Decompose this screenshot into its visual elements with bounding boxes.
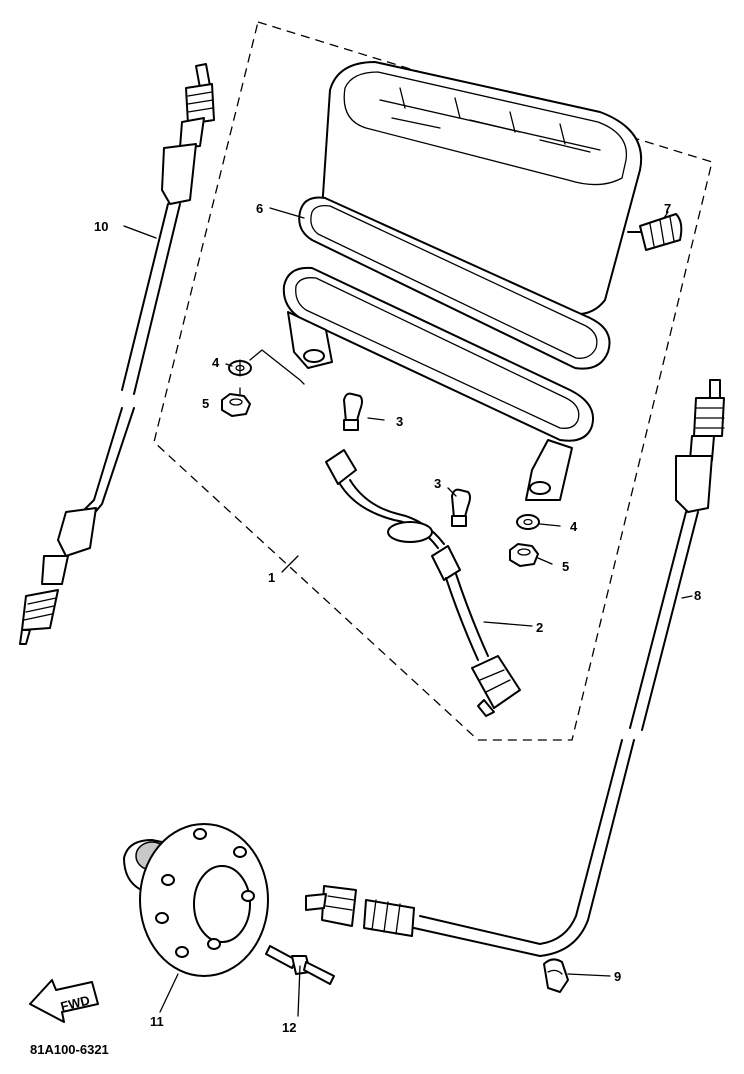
callout-5-right: 5 bbox=[562, 559, 569, 574]
callout-3-upper: 3 bbox=[396, 414, 403, 429]
callout-4-right: 4 bbox=[570, 519, 578, 534]
callout-9: 9 bbox=[614, 969, 621, 984]
callouts: 10 6 7 4 5 3 3 4 5 1 8 2 9 11 12 bbox=[94, 201, 701, 1035]
wiring-harness bbox=[325, 449, 521, 717]
cable-right bbox=[305, 379, 725, 957]
cable-left bbox=[19, 63, 215, 645]
callout-8: 8 bbox=[694, 588, 701, 603]
callout-7: 7 bbox=[664, 201, 671, 216]
bulb-upper bbox=[343, 392, 363, 431]
leader-lines bbox=[123, 207, 693, 1017]
trip-knob bbox=[627, 213, 683, 251]
callout-4-left: 4 bbox=[212, 355, 220, 370]
fwd-arrow: FWD bbox=[29, 979, 99, 1023]
callout-6: 6 bbox=[256, 201, 263, 216]
left-fastener-guide bbox=[239, 349, 305, 395]
callout-10: 10 bbox=[94, 219, 108, 234]
callout-2: 2 bbox=[536, 620, 543, 635]
nut-left bbox=[221, 393, 251, 417]
diagram-code: 81A100-6321 bbox=[30, 1042, 109, 1057]
callout-5-left: 5 bbox=[202, 396, 209, 411]
nut-right bbox=[509, 543, 539, 567]
meter-bracket bbox=[282, 266, 594, 501]
washer-right bbox=[516, 514, 540, 530]
callout-1: 1 bbox=[268, 570, 275, 585]
gasket-ring bbox=[298, 196, 611, 370]
callout-3-lower: 3 bbox=[434, 476, 441, 491]
drive-gear-shaft bbox=[265, 945, 335, 985]
cable-clamp bbox=[543, 958, 569, 993]
bulb-lower bbox=[451, 488, 471, 527]
gear-housing bbox=[123, 823, 269, 977]
callout-11: 11 bbox=[150, 1014, 164, 1029]
callout-12: 12 bbox=[282, 1020, 296, 1035]
fwd-arrow-label: FWD bbox=[59, 992, 91, 1014]
